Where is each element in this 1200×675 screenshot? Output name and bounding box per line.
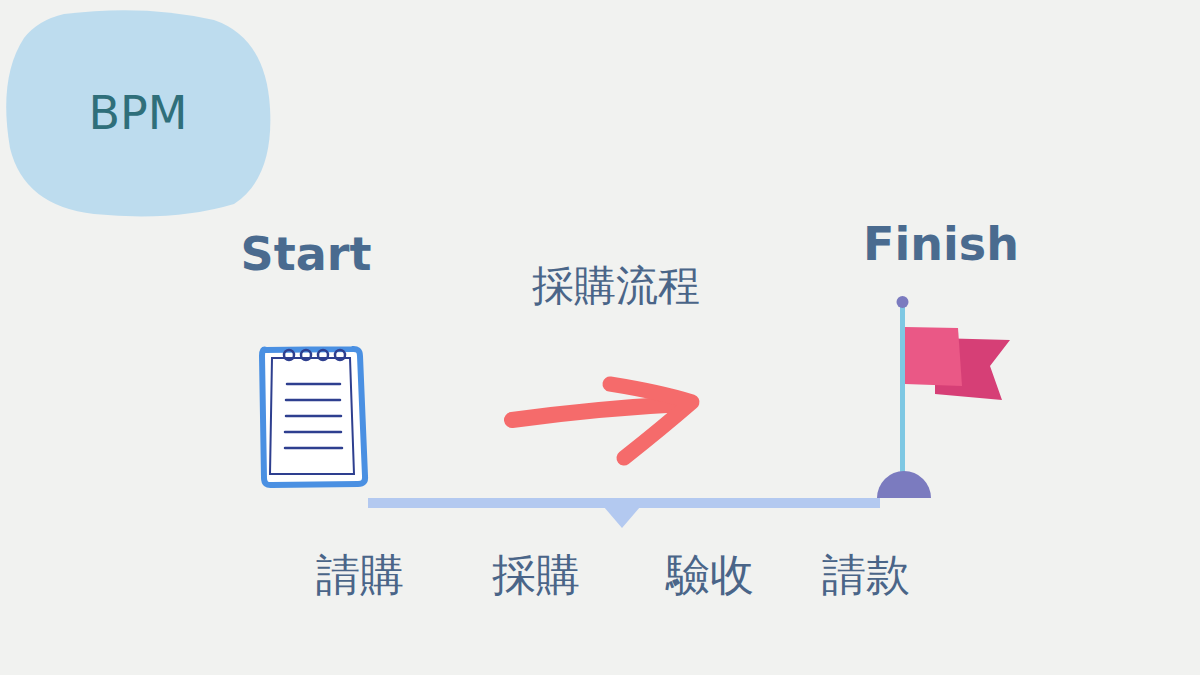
step-label: 採購 <box>492 551 580 599</box>
blob-label: BPM <box>89 88 188 139</box>
finish-label: Finish <box>863 219 1019 270</box>
blob-node: BPM <box>4 8 272 218</box>
notebook-icon <box>262 349 365 485</box>
diagram-title: 採購流程 <box>532 263 700 309</box>
step-label: 請款 <box>822 551 910 599</box>
finish-flag <box>877 296 1010 498</box>
step-label: 驗收 <box>666 551 754 599</box>
timeline <box>368 498 880 528</box>
step-label: 請購 <box>316 551 404 599</box>
red-arrow <box>512 384 692 458</box>
start-label: Start <box>241 229 372 280</box>
